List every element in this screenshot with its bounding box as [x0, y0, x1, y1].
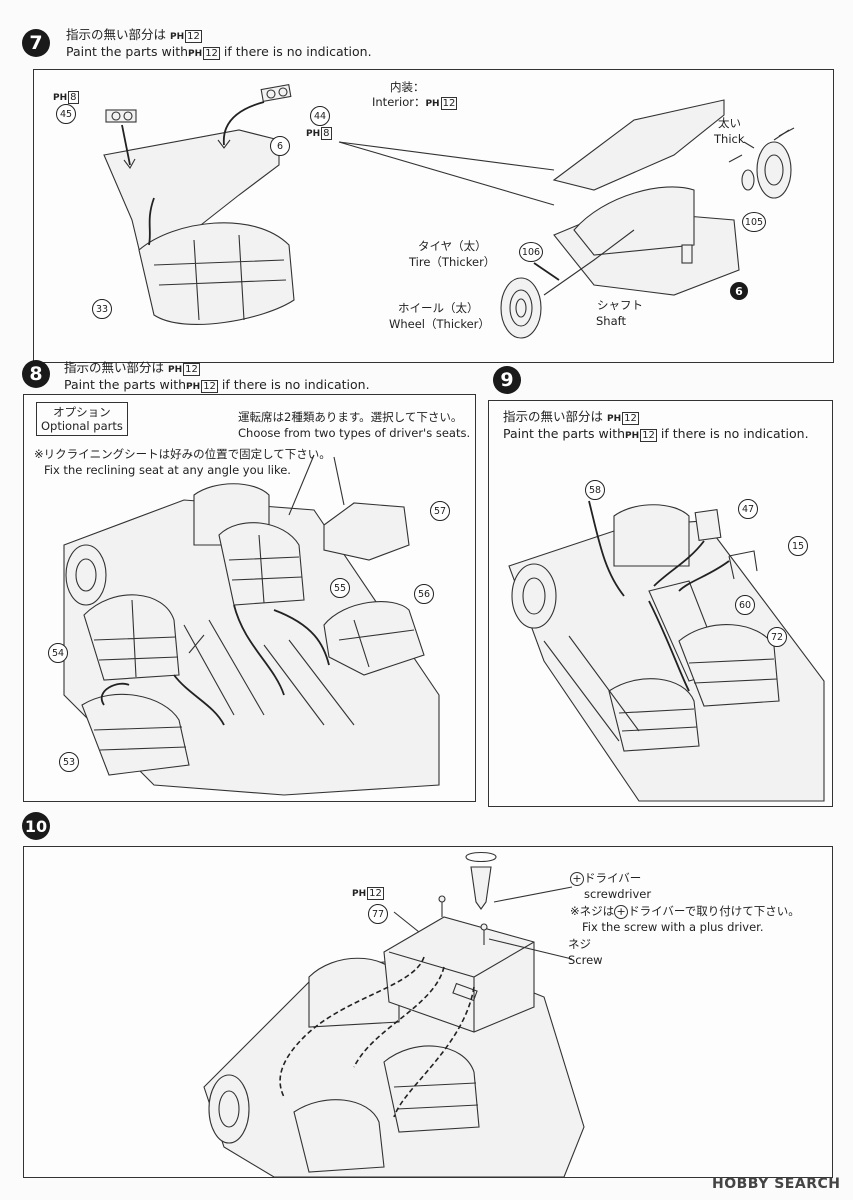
step-8-panel: オプション Optional parts 運転席は2種類あります。選択して下さい… — [23, 394, 476, 802]
plus-icon: + — [570, 872, 584, 886]
part-77: 77 — [368, 904, 388, 924]
screw-note-jp: ※ネジは+ドライバーで取り付けて下さい。 — [570, 904, 800, 919]
shaft-jp: シャフト — [597, 298, 643, 312]
step-7-number: 7 — [22, 29, 50, 57]
paint-number: 12 — [185, 30, 202, 43]
part-44: 44 — [310, 106, 330, 126]
part-15: 15 — [788, 536, 808, 556]
wheel-en: Wheel（Thicker） — [389, 317, 490, 331]
part-55: 55 — [330, 578, 350, 598]
screwdriver-jp: +ドライバー — [570, 871, 641, 886]
choose-seat-en: Choose from two types of driver's seats. — [238, 426, 471, 440]
plus-icon: + — [614, 905, 629, 919]
paint-code: PH — [170, 32, 185, 42]
part-6-chassis: 6 — [730, 282, 748, 300]
optional-en: Optional parts — [41, 419, 123, 433]
part-33: 33 — [92, 299, 112, 319]
optional-parts-box: オプション Optional parts — [36, 402, 128, 436]
tire-en: Tire（Thicker） — [409, 255, 496, 269]
part-72: 72 — [767, 627, 787, 647]
recline-jp: ※リクライニングシートは好みの位置で固定して下さい。 — [34, 447, 331, 461]
part-56: 56 — [414, 584, 434, 604]
screw-note-en: Fix the screw with a plus driver. — [582, 920, 764, 934]
step-9-drawing — [508, 500, 825, 802]
screw-jp: ネジ — [568, 937, 591, 951]
screw-en: Screw — [568, 953, 603, 967]
step-8-number: 8 — [22, 360, 50, 388]
part-54: 54 — [48, 643, 68, 663]
step-7-drawing — [103, 84, 795, 339]
part-60: 60 — [735, 595, 755, 615]
part-53: 53 — [59, 752, 79, 772]
shaft-en: Shaft — [596, 314, 626, 328]
part-58: 58 — [585, 480, 605, 500]
part-47: 47 — [738, 499, 758, 519]
part-106: 106 — [519, 242, 543, 262]
part-105: 105 — [742, 212, 766, 232]
step-9-number: 9 — [493, 366, 521, 394]
recline-en: Fix the reclining seat at any angle you … — [44, 463, 291, 477]
optional-jp: オプション — [53, 405, 111, 419]
part-6: 6 — [270, 136, 290, 156]
thick-en: Thick — [714, 132, 745, 146]
watermark: HOBBY SEARCH — [712, 1176, 841, 1192]
choose-seat-jp: 運転席は2種類あります。選択して下さい。 — [238, 410, 463, 424]
part-45: 45 — [56, 104, 76, 124]
tire-jp: タイヤ（太） — [418, 239, 487, 253]
thick-jp: 太い — [718, 116, 741, 130]
part-57: 57 — [430, 501, 450, 521]
step-10-drawing — [203, 851, 585, 1177]
step-10-number: 10 — [22, 812, 50, 840]
wheel-jp: ホイール（太） — [398, 301, 479, 315]
screwdriver-en: screwdriver — [584, 887, 652, 901]
step-8-drawing — [63, 454, 440, 796]
interior-jp: 内装： — [390, 80, 425, 94]
